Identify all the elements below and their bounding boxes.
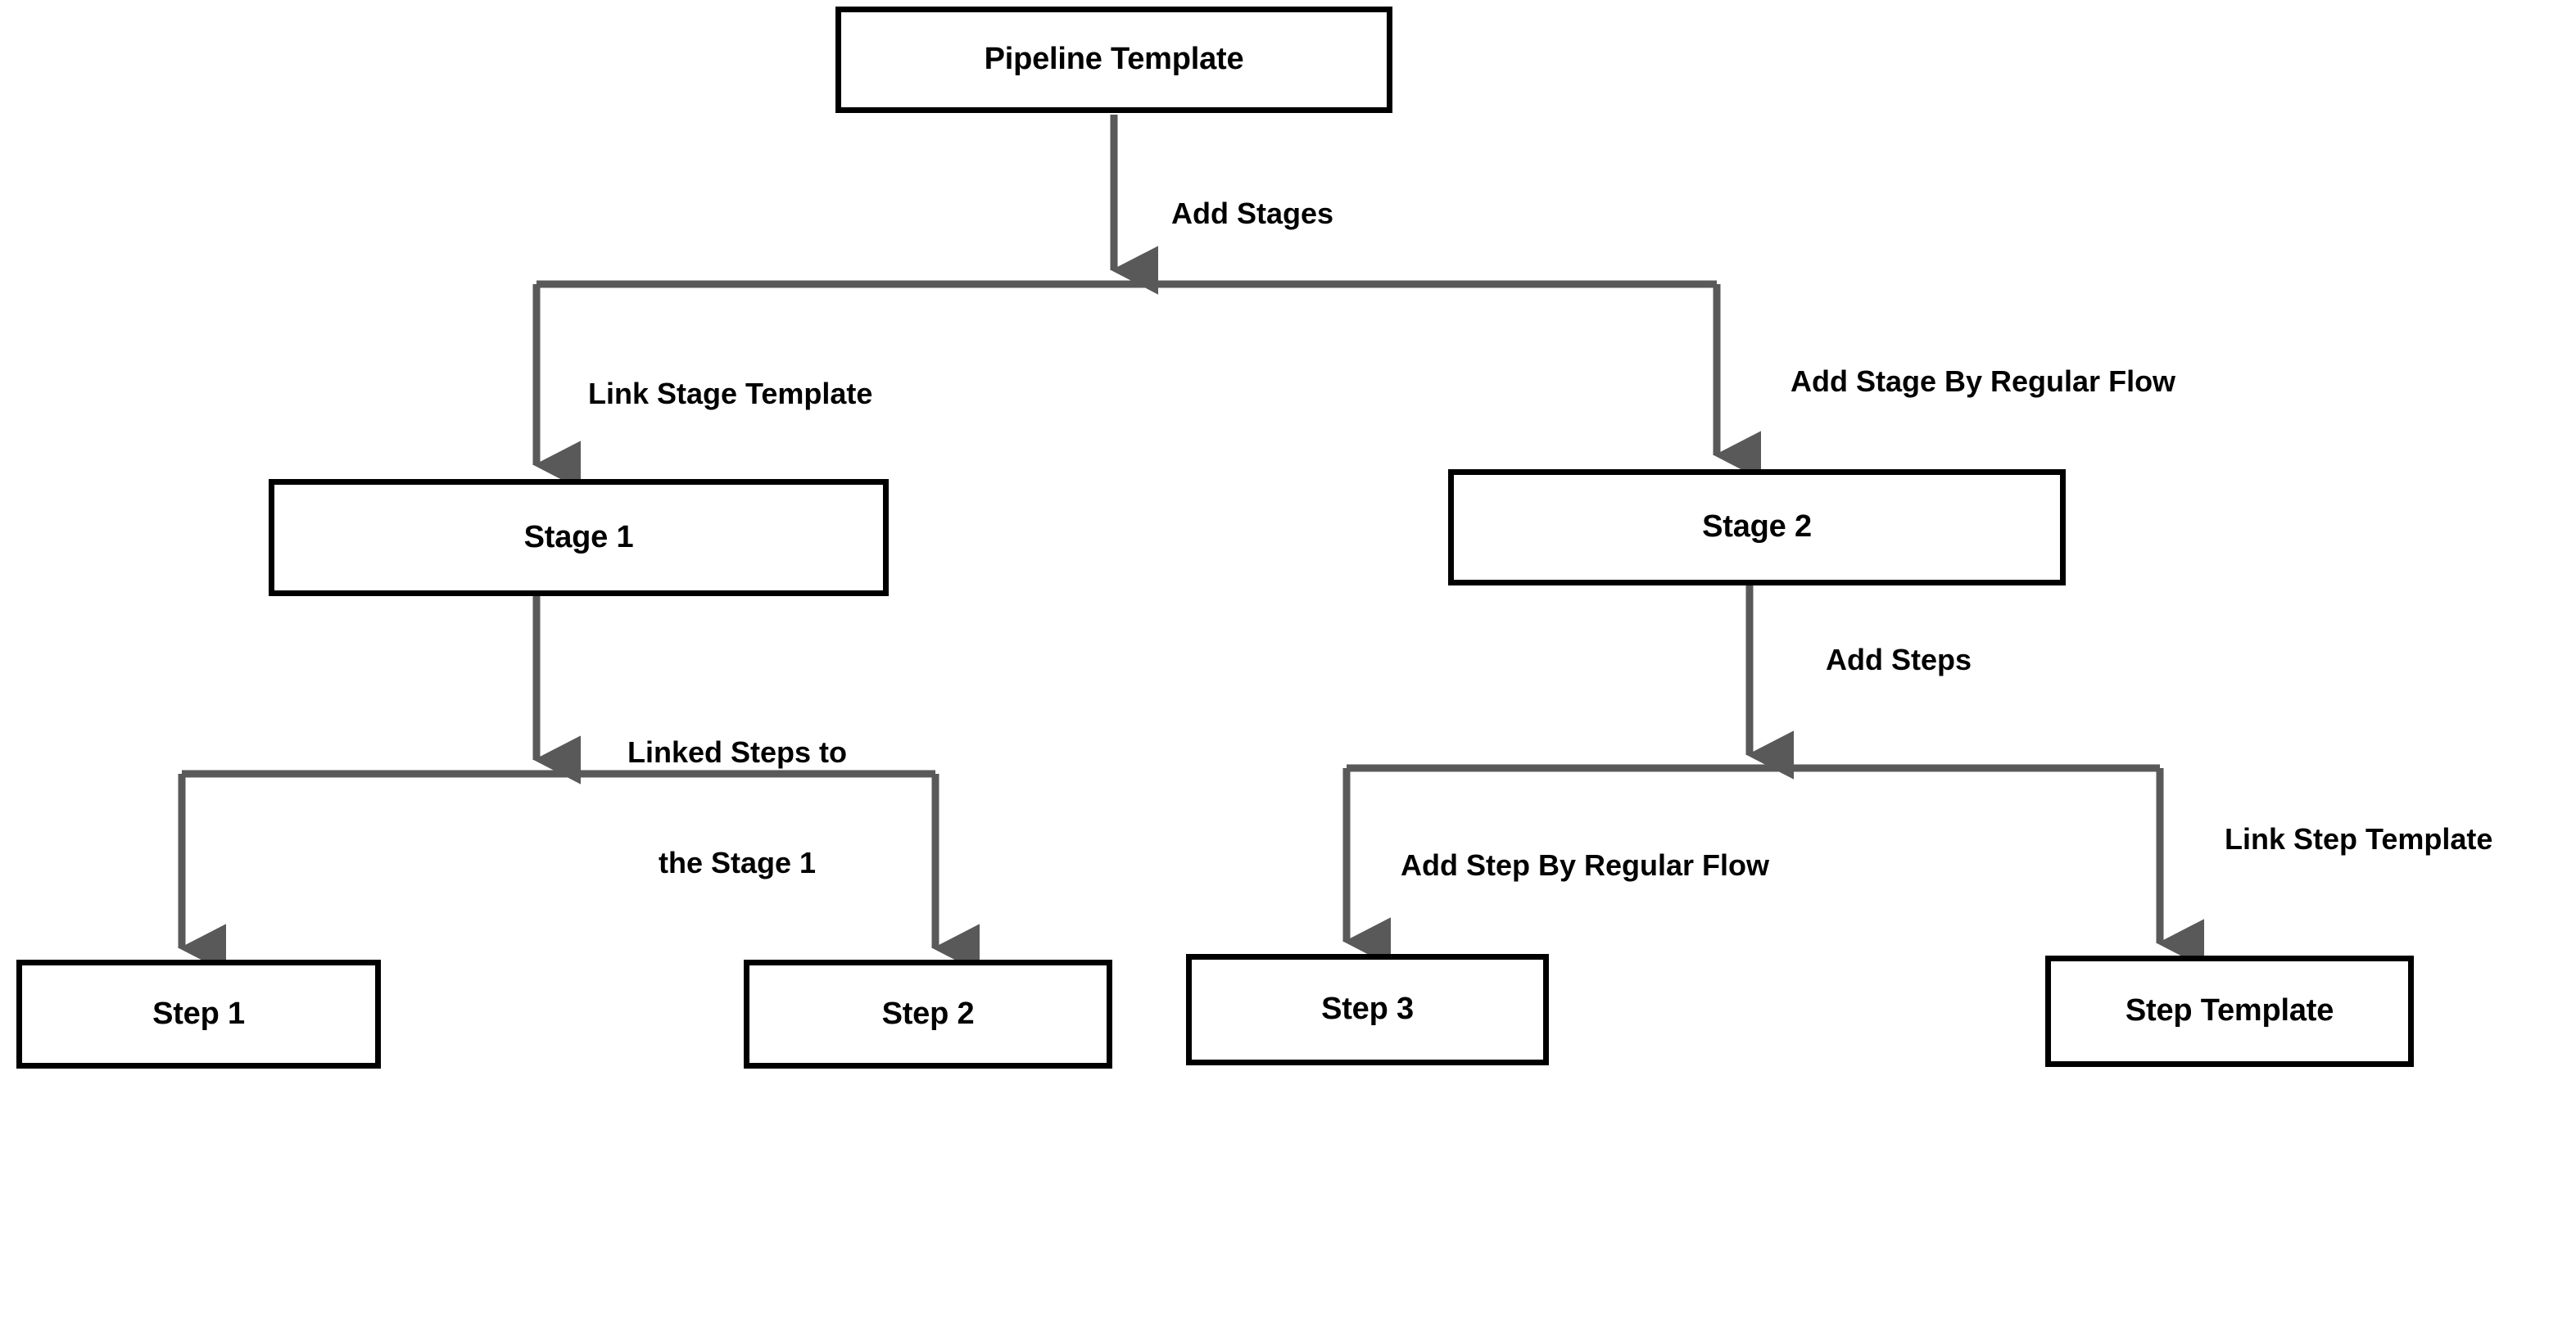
node-step-2[interactable]: Step 2: [744, 960, 1112, 1069]
node-step-1-label: Step 1: [152, 996, 245, 1031]
node-stage-1-label: Stage 1: [523, 519, 634, 554]
edge-label-add-stages: Add Stages: [1171, 197, 1334, 230]
node-step-3-label: Step 3: [1321, 992, 1414, 1027]
node-step-template[interactable]: Step Template: [2045, 956, 2414, 1067]
edge-label-linked-steps-line-1: Linked Steps to: [627, 735, 848, 769]
node-pipeline-template[interactable]: Pipeline Template: [835, 7, 1392, 113]
edge-label-linked-steps-to-stage-1: Linked Steps to the Stage 1: [598, 660, 876, 955]
node-stage-1[interactable]: Stage 1: [269, 479, 889, 596]
node-pipeline-template-label: Pipeline Template: [984, 42, 1244, 77]
node-step-3[interactable]: Step 3: [1186, 954, 1549, 1065]
edge-label-add-steps: Add Steps: [1826, 643, 1972, 676]
node-step-2-label: Step 2: [881, 996, 975, 1031]
node-step-template-label: Step Template: [2125, 993, 2334, 1028]
edge-label-add-stage-by-regular-flow: Add Stage By Regular Flow: [1791, 364, 2176, 398]
node-stage-2[interactable]: Stage 2: [1448, 469, 2066, 585]
edge-label-link-step-template: Link Step Template: [2225, 822, 2493, 856]
node-step-1[interactable]: Step 1: [16, 960, 381, 1069]
edge-label-add-step-by-regular-flow: Add Step By Regular Flow: [1401, 848, 1770, 882]
node-stage-2-label: Stage 2: [1702, 509, 1812, 545]
edge-label-linked-steps-line-2: the Stage 1: [658, 846, 817, 879]
edge-label-link-stage-template: Link Stage Template: [588, 377, 873, 410]
